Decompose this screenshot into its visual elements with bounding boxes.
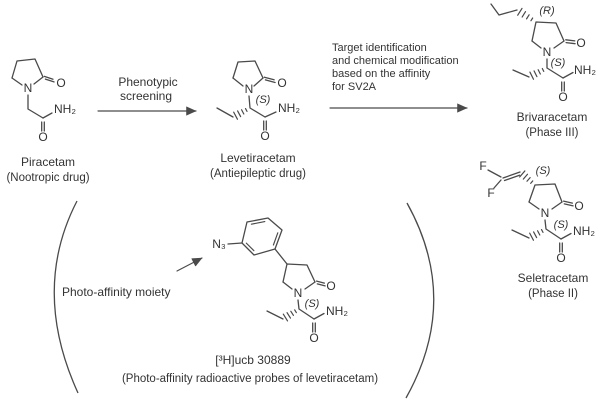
seletracetam-stereo-top: (S) <box>536 165 551 177</box>
probe-amide-o: O <box>309 331 318 345</box>
photo-affinity-label: Photo-affinity moiety <box>62 285 171 299</box>
piracetam-ring-n: N <box>24 81 33 95</box>
probe-stereo-s: (S) <box>305 298 320 310</box>
seletracetam-subcaption: (Phase II) <box>528 288 578 300</box>
brivaracetam-ring-n: N <box>543 45 552 59</box>
brivaracetam-ring-o: O <box>576 36 585 50</box>
seletracetam-nh2: NH₂ <box>573 224 595 238</box>
seletracetam-molecule: F F (S) N O (S) O NH₂ Seletracetam (Phas… <box>479 159 595 300</box>
right-parenthesis <box>405 202 435 399</box>
brivaracetam-molecule: (R) N O (S) O NH₂ Brivaracetam (Phase II… <box>490 3 596 139</box>
seletracetam-ring-n: N <box>541 206 550 220</box>
target-text-line3: based on the affinity <box>332 68 431 80</box>
piracetam-nh2: NH₂ <box>54 102 76 116</box>
target-text-line4: for SV2A <box>332 81 377 93</box>
piracetam-subcaption: (Nootropic drug) <box>6 172 89 184</box>
brivaracetam-hashed-wedge-ethyl <box>529 67 545 80</box>
piracetam-molecule: N O O NH₂ Piracetam (Nootropic drug) <box>6 58 90 184</box>
probe-nh2: NH₂ <box>326 304 348 318</box>
levetiracetam-molecule: N O (S) O NH₂ Levetiracetam (Antiepilept… <box>210 60 306 180</box>
seletracetam-ring-o: O <box>574 199 583 213</box>
levetiracetam-stereo-s: (S) <box>256 94 271 106</box>
levetiracetam-amide-o: O <box>260 129 269 143</box>
levetiracetam-hashed-wedge <box>233 107 248 120</box>
probe-azide: N₃ <box>212 237 226 251</box>
left-parenthesis <box>53 200 79 394</box>
levetiracetam-subcaption: (Antiepileptic drug) <box>210 168 306 180</box>
brivaracetam-amide-o: O <box>558 90 567 104</box>
levetiracetam-caption: Levetiracetam <box>220 151 295 165</box>
probe-molecule: Photo-affinity moiety N₃ N O (S) O NH₂ [… <box>62 217 378 385</box>
probe-subcaption: (Photo-affinity radioactive probes of le… <box>122 373 378 385</box>
brivaracetam-subcaption: (Phase III) <box>525 127 578 139</box>
probe-caption: [³H]ucb 30889 <box>215 353 291 367</box>
brivaracetam-caption: Brivaracetam <box>517 110 588 124</box>
piracetam-ring-o: O <box>56 76 65 90</box>
seletracetam-f1: F <box>479 159 486 173</box>
probe-hashed-wedge-ethyl <box>282 309 297 322</box>
piracetam-amide-o: O <box>38 130 47 144</box>
levetiracetam-nh2: NH₂ <box>278 101 300 115</box>
target-text-line1: Target identification <box>332 42 427 54</box>
phenotypic-label-line1: Phenotypic <box>118 75 177 89</box>
brivaracetam-nh2: NH₂ <box>574 63 596 77</box>
seletracetam-hashed-wedge-vinyl <box>519 170 534 184</box>
target-identification-arrow: Target identification and chemical modif… <box>329 42 468 113</box>
seletracetam-caption: Seletracetam <box>518 271 589 285</box>
brivaracetam-stereo-r: (R) <box>539 5 555 17</box>
annotation-arrow-icon <box>176 257 203 272</box>
probe-ring-n: N <box>294 286 303 300</box>
target-text-line2: and chemical modification <box>332 55 459 67</box>
piracetam-caption: Piracetam <box>21 155 75 169</box>
levetiracetam-ring-n: N <box>245 82 254 96</box>
seletracetam-stereo-bottom: (S) <box>554 219 569 231</box>
phenotypic-screening-arrow: Phenotypic screening <box>97 75 197 116</box>
seletracetam-hashed-wedge-ethyl <box>529 228 544 241</box>
seletracetam-f2: F <box>487 186 494 200</box>
seletracetam-amide-o: O <box>556 251 565 265</box>
probe-ring-o: O <box>326 279 335 293</box>
brivaracetam-hashed-wedge-propyl <box>517 7 534 22</box>
brivaracetam-stereo-s: (S) <box>551 57 566 69</box>
levetiracetam-ring-o: O <box>277 76 286 90</box>
phenotypic-label-line2: screening <box>120 89 172 103</box>
